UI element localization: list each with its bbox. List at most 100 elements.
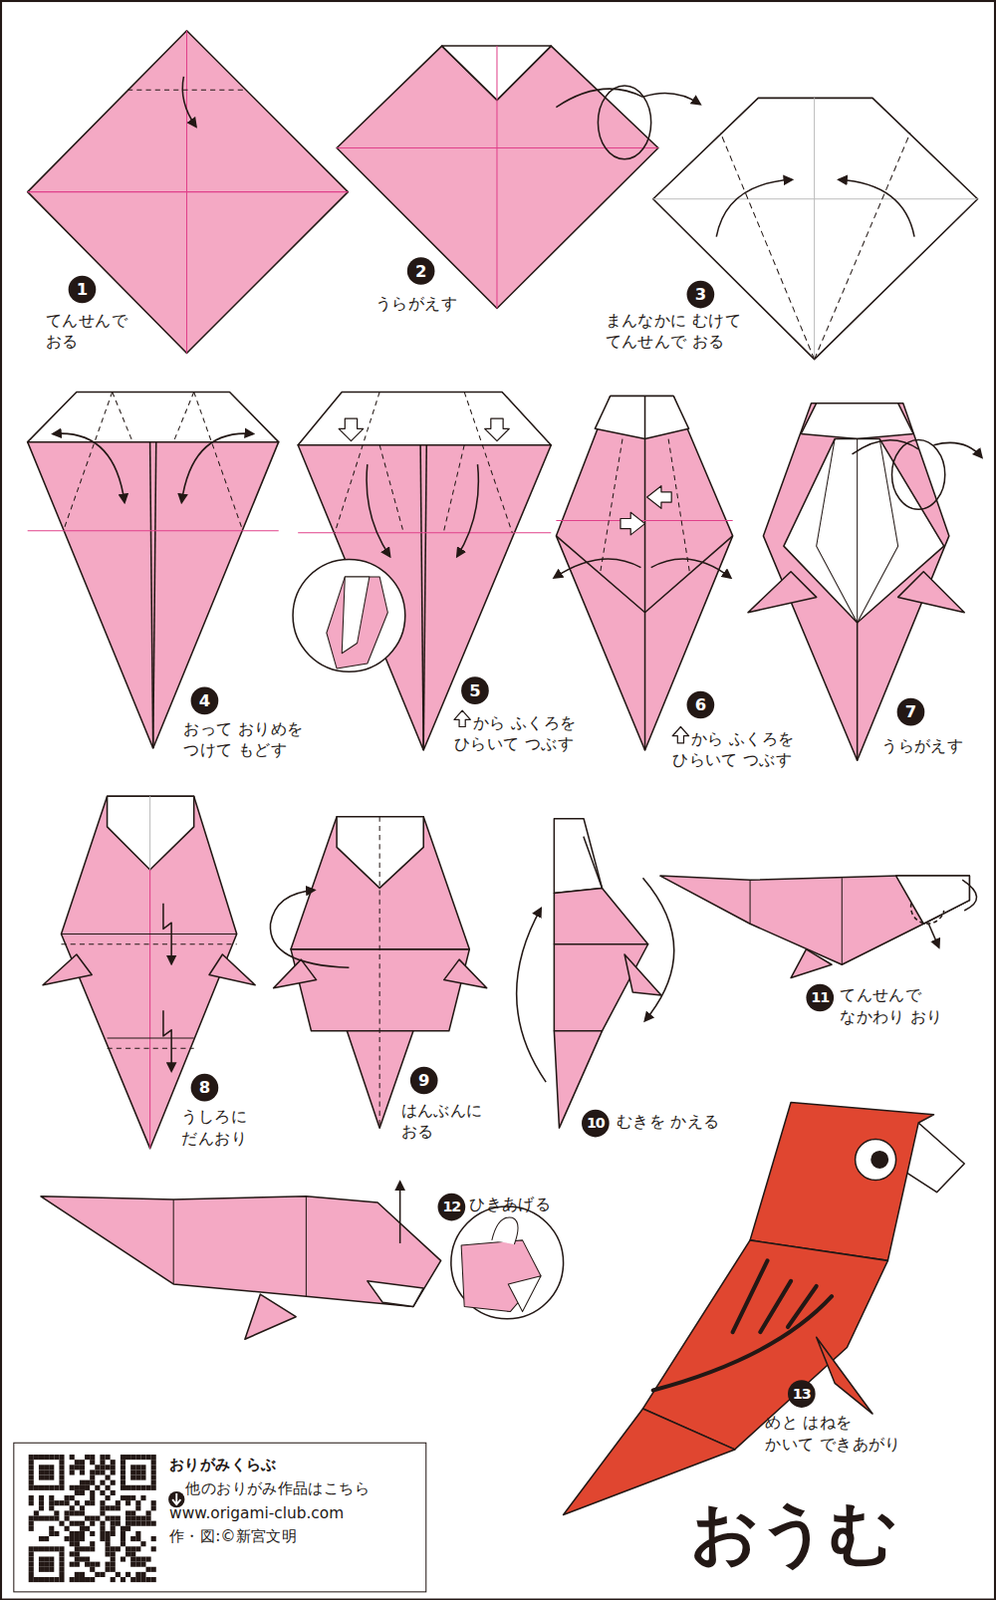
qr-cell xyxy=(74,1530,80,1536)
qr-cell xyxy=(130,1545,136,1551)
qr-cell xyxy=(115,1545,121,1551)
instruction-text: ひきあげる xyxy=(469,1194,551,1216)
qr-cell xyxy=(99,1509,105,1515)
qr-cell xyxy=(110,1561,116,1567)
site-name: おりがみくらぶ xyxy=(169,1453,416,1478)
qr-cell xyxy=(135,1464,141,1470)
qr-cell xyxy=(74,1576,80,1582)
qr-cell xyxy=(140,1469,146,1475)
qr-cell xyxy=(120,1525,126,1531)
callout-number: 12 xyxy=(438,1193,467,1222)
qr-cell xyxy=(120,1540,126,1546)
qr-cell xyxy=(58,1459,64,1465)
callout-number: 5 xyxy=(461,676,490,705)
qr-cell xyxy=(99,1520,105,1526)
qr-cell xyxy=(130,1454,136,1460)
qr-cell xyxy=(58,1555,64,1561)
qr-cell xyxy=(69,1540,75,1546)
qr-cell xyxy=(58,1480,64,1486)
qr-cell xyxy=(89,1459,95,1465)
qr-cell xyxy=(140,1561,146,1567)
qr-cell xyxy=(28,1550,34,1556)
qr-cell xyxy=(151,1454,157,1460)
qr-cell xyxy=(58,1576,64,1582)
qr-cell xyxy=(125,1525,131,1531)
qr-cell xyxy=(64,1525,70,1531)
callout-number: 4 xyxy=(191,687,220,716)
qr-cell xyxy=(115,1520,121,1526)
qr-cell xyxy=(151,1576,157,1582)
qr-cell xyxy=(110,1555,116,1561)
qr-cell xyxy=(28,1561,34,1567)
qr-cell xyxy=(38,1464,44,1470)
qr-cell xyxy=(146,1520,152,1526)
qr-cell xyxy=(105,1494,111,1500)
qr-cell xyxy=(28,1545,34,1551)
qr-cell xyxy=(79,1555,85,1561)
qr-cell xyxy=(135,1454,141,1460)
qr-cell xyxy=(38,1454,44,1460)
qr-cell xyxy=(58,1499,64,1505)
qr-cell xyxy=(43,1576,49,1582)
qr-cell xyxy=(110,1576,116,1582)
qr-cell xyxy=(79,1504,85,1510)
qr-cell xyxy=(99,1469,105,1475)
qr-cell xyxy=(33,1454,39,1460)
qr-cell xyxy=(120,1459,126,1465)
qr-cell xyxy=(74,1540,80,1546)
qr-cell xyxy=(130,1469,136,1475)
qr-cell xyxy=(48,1576,54,1582)
qr-cell xyxy=(110,1504,116,1510)
callout-number: 6 xyxy=(687,691,716,720)
credit-text: 他のおりがみ作品はこちら xyxy=(169,1477,416,1501)
qr-cell xyxy=(43,1555,49,1561)
qr-cell xyxy=(38,1515,44,1521)
qr-cell xyxy=(120,1535,126,1541)
qr-cell xyxy=(130,1535,136,1541)
qr-cell xyxy=(89,1494,95,1500)
qr-cell xyxy=(53,1499,59,1505)
qr-cell xyxy=(58,1561,64,1567)
qr-cell xyxy=(130,1475,136,1481)
qr-cell xyxy=(120,1464,126,1470)
qr-cell xyxy=(125,1509,131,1515)
qr-cell xyxy=(28,1469,34,1475)
qr-cell xyxy=(74,1555,80,1561)
qr-cell xyxy=(53,1509,59,1515)
qr-cell xyxy=(43,1566,49,1572)
qr-cell xyxy=(105,1530,111,1536)
qr-cell xyxy=(110,1490,116,1495)
qr-cell xyxy=(89,1566,95,1572)
qr-cell xyxy=(125,1520,131,1526)
qr-cell xyxy=(69,1469,75,1475)
qr-cell xyxy=(43,1561,49,1567)
qr-cell xyxy=(84,1454,90,1460)
qr-cell xyxy=(130,1509,136,1515)
qr-cell xyxy=(74,1535,80,1541)
instruction-text: てんせんで おる xyxy=(45,309,144,353)
qr-cell xyxy=(58,1520,64,1526)
qr-cell xyxy=(89,1454,95,1460)
qr-cell xyxy=(115,1515,121,1521)
qr-cell xyxy=(84,1525,90,1531)
qr-cell xyxy=(48,1475,54,1481)
qr-cell xyxy=(38,1566,44,1572)
qr-cell xyxy=(89,1475,95,1481)
credit-text: www.origami-club.com xyxy=(169,1500,416,1525)
qr-cell xyxy=(99,1535,105,1541)
instruction-text: から ふくろを ひらいて つぶす xyxy=(672,729,803,772)
qr-cell xyxy=(33,1485,39,1491)
instruction-text: から ふくろを ひらいて つぶす xyxy=(454,712,585,755)
qr-cell xyxy=(48,1530,54,1536)
qr-cell xyxy=(58,1485,64,1491)
qr-cell xyxy=(28,1566,34,1572)
instruction-text: うしろに だんおり xyxy=(181,1106,263,1150)
qr-cell xyxy=(99,1454,105,1460)
instruction-text: てんせんで なかわり おり xyxy=(839,985,955,1028)
qr-cell xyxy=(33,1515,39,1521)
qr-cell xyxy=(135,1485,141,1491)
qr-cell xyxy=(84,1480,90,1486)
qr-cell xyxy=(135,1545,141,1551)
qr-cell xyxy=(135,1571,141,1577)
qr-cell xyxy=(79,1480,85,1486)
